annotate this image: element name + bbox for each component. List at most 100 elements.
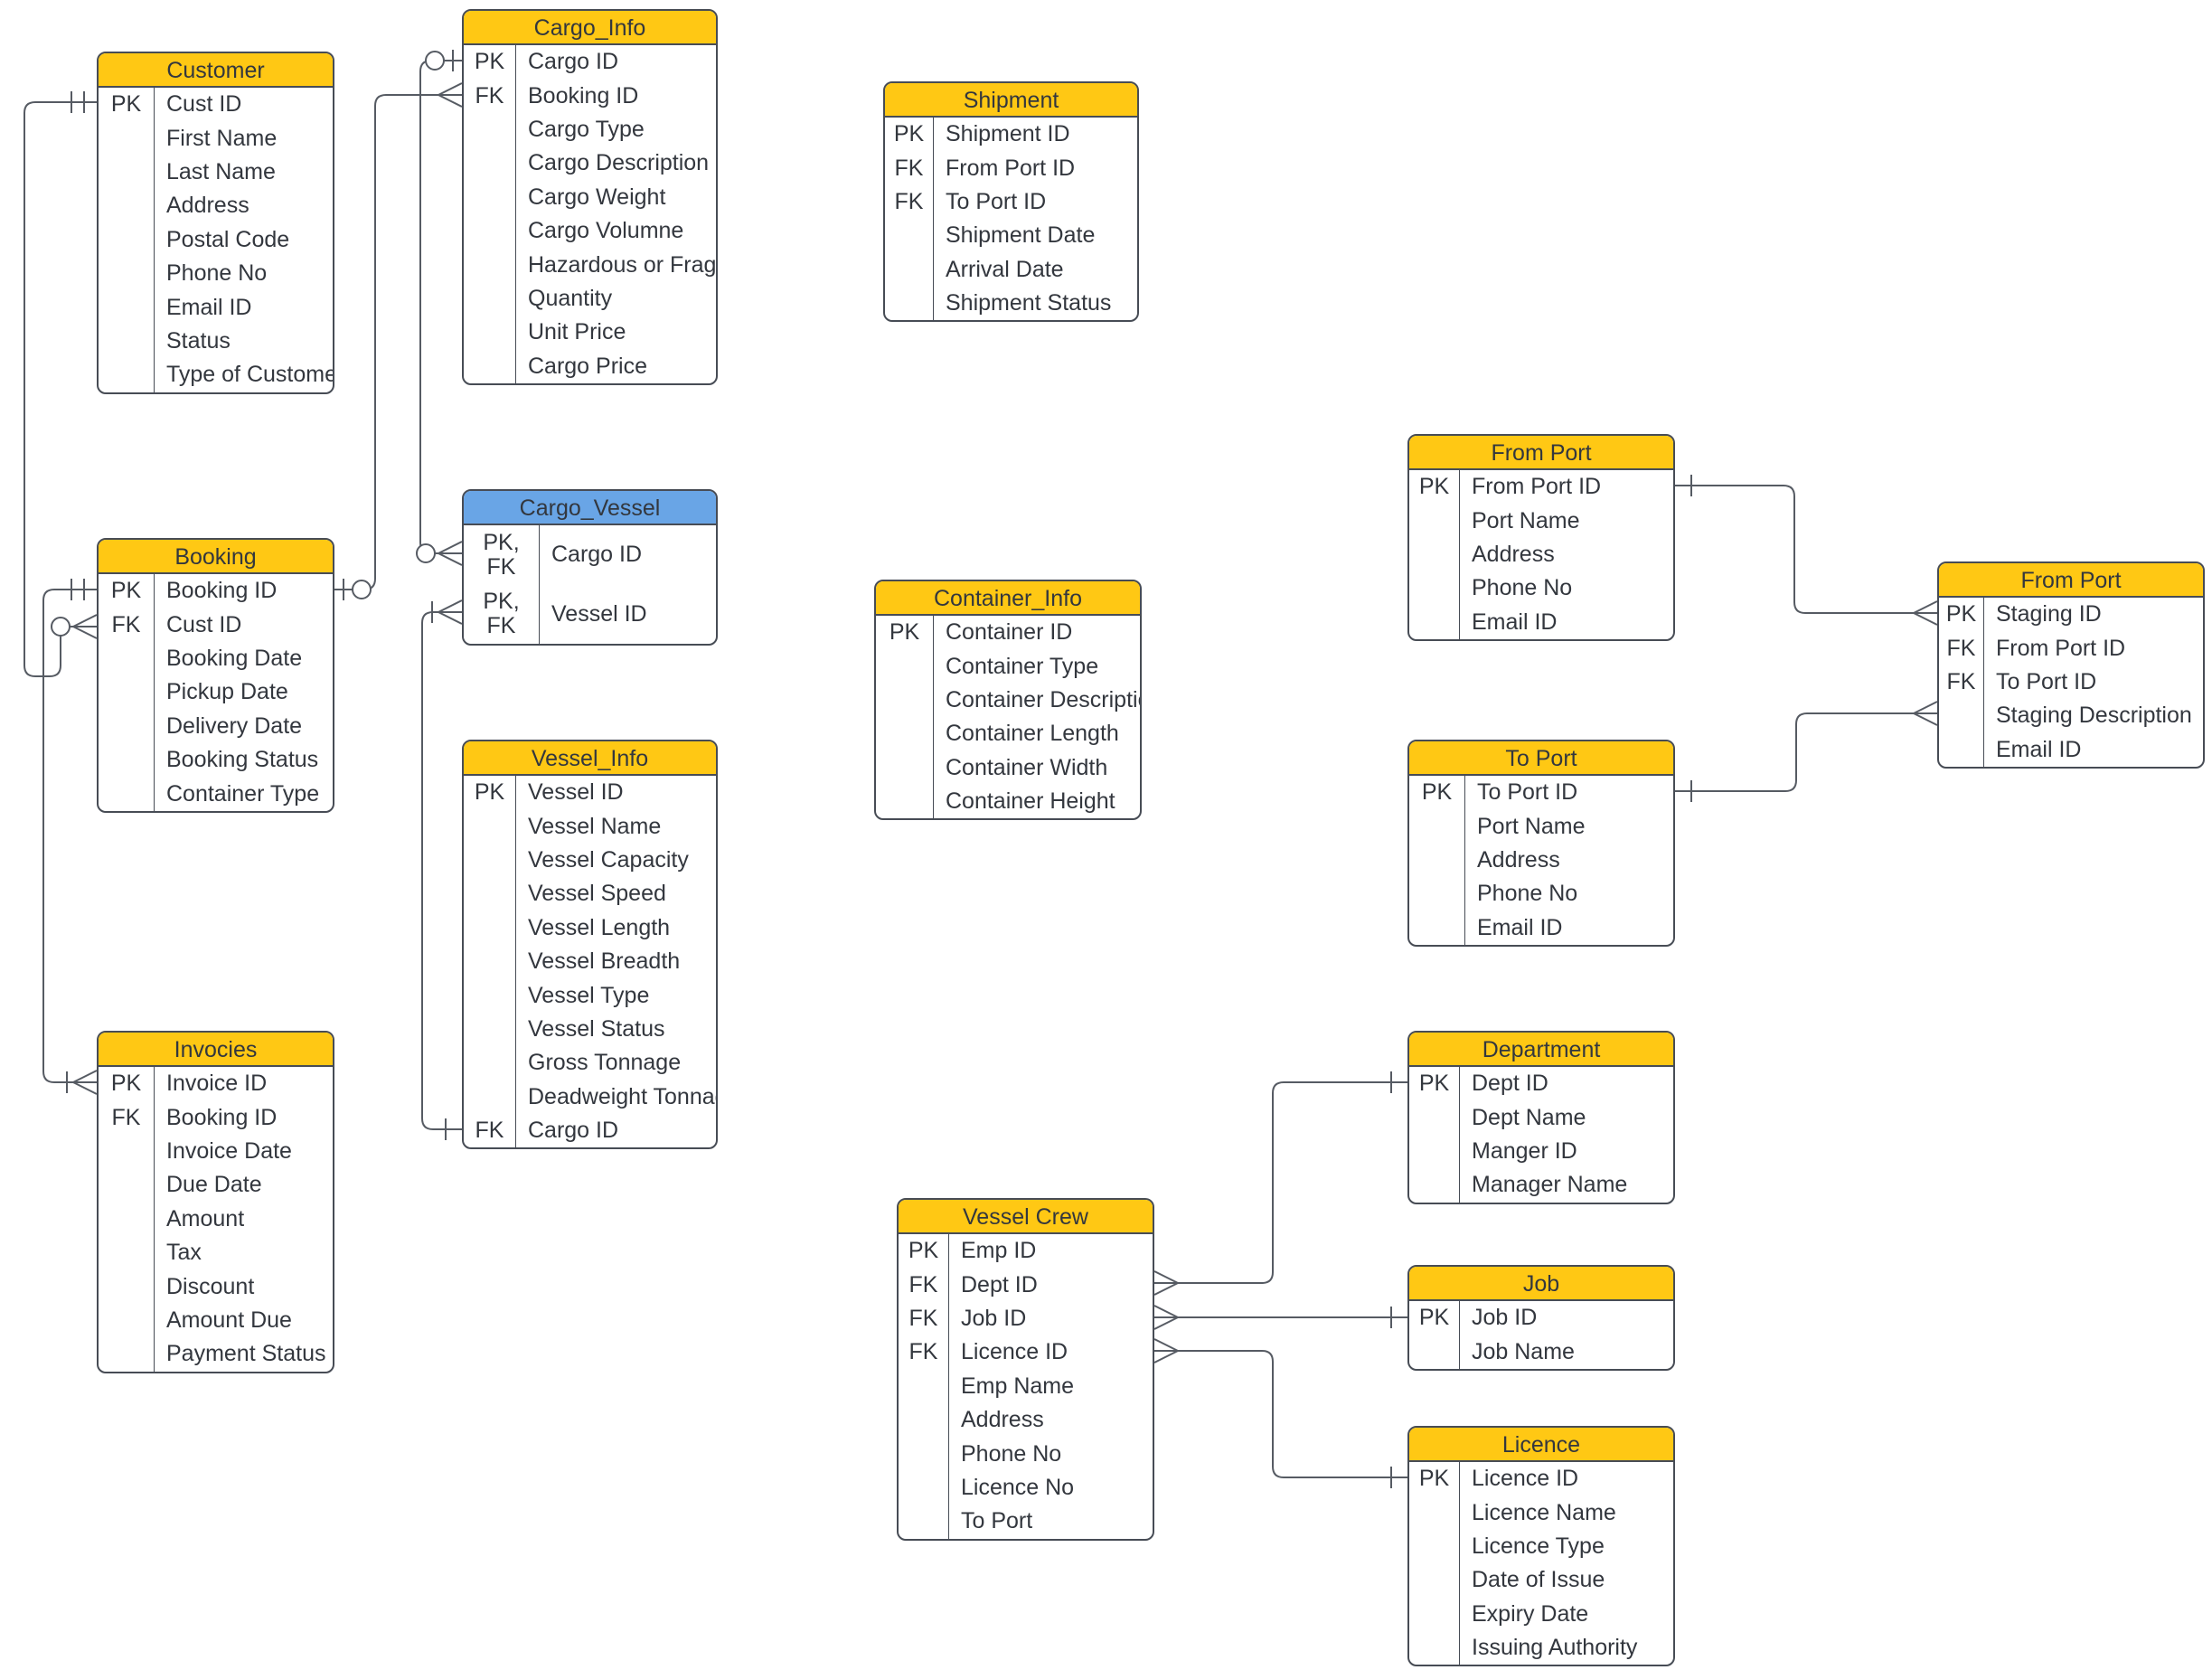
relationship-toport-staging[interactable] [1675,701,1938,802]
attribute-row[interactable]: Discount [99,1269,333,1304]
attribute-row[interactable]: Deadweight Tonnage [464,1080,716,1114]
attribute-row[interactable]: Port Name [1409,809,1673,844]
attribute-row[interactable]: Emp Name [899,1369,1153,1403]
attribute-row[interactable]: Address [899,1402,1153,1438]
attribute-row[interactable]: Email ID [99,290,333,325]
attribute-row[interactable]: Booking Status [99,742,333,778]
attribute-row[interactable]: Postal Code [99,222,333,257]
attribute-row[interactable]: First Name [99,121,333,156]
attribute-row[interactable]: Pickup Date [99,675,333,710]
relationship-vesselcrew-department[interactable] [1153,1071,1407,1296]
relationship-customer-booking[interactable] [24,91,98,677]
attribute-row[interactable]: Licence Name [1409,1495,1673,1530]
attribute-row[interactable]: Amount Due [99,1303,333,1338]
attribute-row[interactable]: Expiry Date [1409,1597,1673,1631]
attribute-row[interactable]: Amount [99,1202,333,1236]
attribute-row[interactable]: Cargo Description [464,146,716,181]
attribute-row[interactable]: Vessel Status [464,1012,716,1047]
attribute-row[interactable]: Phone No [1409,571,1673,606]
attribute-row[interactable]: Staging Description [1939,699,2203,733]
relationship-fromport-staging[interactable] [1675,475,1938,626]
relationship-vesselcrew-job[interactable] [1153,1305,1407,1330]
attribute-row[interactable]: Email ID [1939,732,2203,767]
attribute-row[interactable]: Cargo Type [464,112,716,147]
attribute-row[interactable]: Shipment Status [885,286,1137,321]
attribute-row[interactable]: Manager Name [1409,1168,1673,1203]
attribute-row[interactable]: Email ID [1409,910,1673,945]
attribute-row[interactable]: Delivery Date [99,709,333,743]
attribute-row[interactable]: Type of Customer [99,358,333,392]
attribute-row[interactable]: Booking Date [99,641,333,676]
relationship-cargovessel-vesselinfo[interactable] [421,599,463,1140]
attribute-row[interactable]: Hazardous or Fragile [464,248,716,282]
attribute-row[interactable]: Quantity [464,281,716,316]
attribute-row[interactable]: Dept Name [1409,1100,1673,1135]
attribute-row[interactable]: Date of Issue [1409,1563,1673,1598]
attribute-row[interactable]: Issuing Authority [1409,1630,1673,1665]
attribute-row[interactable]: Address [1409,537,1673,572]
attribute-row[interactable]: Container Length [876,717,1140,751]
attribute-row[interactable]: Vessel Name [464,809,716,844]
attribute-row[interactable]: Cargo Price [464,349,716,383]
attribute-row[interactable]: Arrival Date [885,252,1137,287]
attribute-row[interactable]: Manger ID [1409,1134,1673,1169]
attribute-row[interactable]: Vessel Length [464,910,716,945]
attribute-row[interactable]: To Port [899,1505,1153,1539]
attribute-row[interactable]: Container Height [876,784,1140,819]
attribute-row[interactable]: Due Date [99,1168,333,1203]
attribute-row[interactable]: Phone No [1409,877,1673,911]
relationship-booking-cargoinfo[interactable] [334,82,463,600]
attribute-row[interactable]: Cargo Volumne [464,213,716,249]
attribute-row[interactable]: Payment Status [99,1337,333,1372]
relationship-cargoinfo-cargovessel[interactable] [416,50,463,566]
attribute-row[interactable]: Vessel Capacity [464,843,716,878]
attribute-row[interactable]: Licence Type [1409,1529,1673,1564]
relationship-vesselcrew-licence[interactable] [1153,1338,1407,1488]
attribute-row[interactable]: Vessel Breadth [464,944,716,979]
attribute-row[interactable]: Address [1409,843,1673,878]
attribute-row[interactable]: Shipment Date [885,219,1137,253]
attribute-row[interactable]: Phone No [899,1437,1153,1471]
attribute-row[interactable]: Status [99,324,333,359]
attribute-row[interactable]: Phone No [99,256,333,291]
attribute-row[interactable]: Tax [99,1235,333,1270]
relationship-booking-invoices[interactable] [42,579,98,1095]
attribute-row[interactable]: Licence No [899,1470,1153,1505]
